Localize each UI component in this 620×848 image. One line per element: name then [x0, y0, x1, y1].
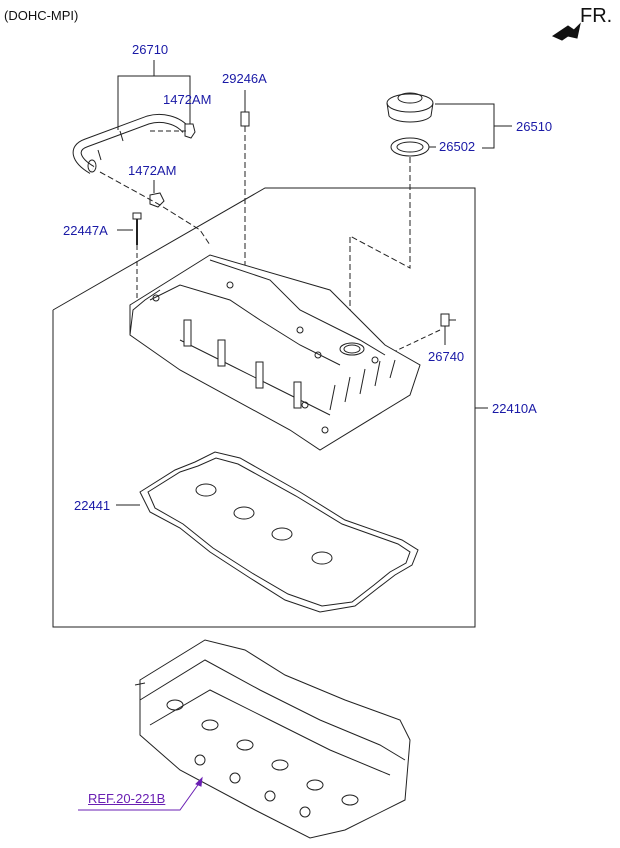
- callout-cap-seal[interactable]: 26502: [439, 139, 476, 154]
- callout-clip-upper[interactable]: 1472AM: [163, 92, 212, 107]
- gasket-part: [139, 451, 419, 613]
- cover-assembly-boundary: [52, 187, 488, 628]
- front-direction-label: FR.: [580, 5, 613, 27]
- reference-leader: [78, 781, 201, 811]
- valve-cover-part: [129, 254, 421, 451]
- callout-cover-assembly[interactable]: 22410A: [492, 401, 537, 416]
- pcv-valve-part: [240, 90, 250, 270]
- bolt-part: [117, 212, 142, 300]
- engine-variant-label: (DOHC-MPI): [4, 8, 79, 23]
- callout-sensor[interactable]: 26740: [428, 349, 465, 364]
- clip-lower-part: [149, 180, 165, 208]
- callout-clip-lower[interactable]: 1472AM: [128, 163, 177, 178]
- front-direction-arrow-icon: [551, 22, 581, 41]
- callout-bolt[interactable]: 22447A: [63, 223, 108, 238]
- callout-oil-filler-cap[interactable]: 26510: [516, 119, 553, 134]
- clip-upper-part: [150, 123, 196, 139]
- cylinder-head-reference-part: [134, 639, 411, 839]
- callout-breather-hose[interactable]: 26710: [132, 42, 169, 57]
- callout-gasket[interactable]: 22441: [74, 498, 111, 513]
- breather-hose-part: [72, 113, 190, 174]
- reference-link[interactable]: REF.20-221B: [88, 791, 166, 806]
- callout-pcv-valve[interactable]: 29246A: [222, 71, 267, 86]
- oil-filler-cap-part: [386, 92, 434, 123]
- cap-seal-part: [390, 137, 436, 157]
